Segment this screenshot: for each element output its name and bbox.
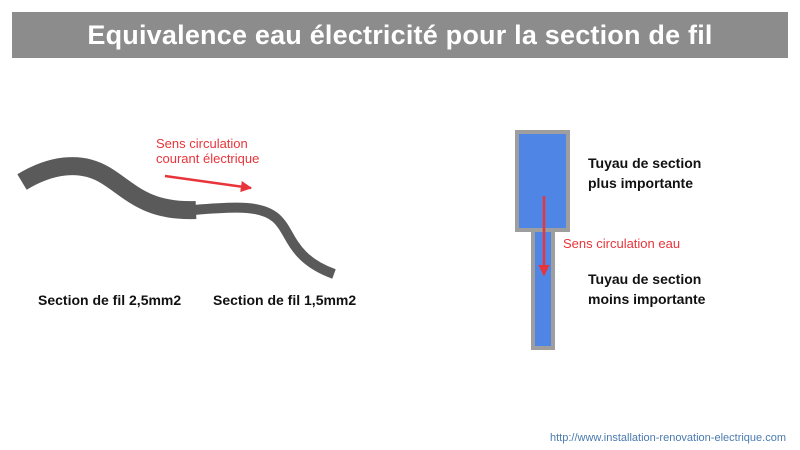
- thin-wire-label: Section de fil 1,5mm2: [213, 292, 356, 308]
- wide-pipe: [515, 130, 570, 232]
- narrow-pipe-label-line2: moins importante: [588, 291, 706, 307]
- wide-pipe-label-line2: plus importante: [588, 175, 693, 191]
- title-banner: Equivalence eau électricité pour la sect…: [12, 12, 788, 58]
- wide-pipe-label-line1: Tuyau de section: [588, 155, 701, 171]
- narrow-pipe-label-line1: Tuyau de section: [588, 271, 701, 287]
- source-url: http://www.installation-renovation-elect…: [550, 432, 786, 444]
- current-flow-label-line2: courant électrique: [156, 151, 259, 166]
- wire-thin-section: [193, 202, 336, 279]
- water-flow-label: Sens circulation eau: [563, 236, 680, 251]
- current-flow-label-line1: Sens circulation: [156, 136, 248, 151]
- wire-thick-section: [17, 157, 197, 220]
- page-title: Equivalence eau électricité pour la sect…: [87, 19, 713, 50]
- current-flow-arrow: [164, 174, 253, 193]
- thick-wire-label: Section de fil 2,5mm2: [38, 292, 181, 308]
